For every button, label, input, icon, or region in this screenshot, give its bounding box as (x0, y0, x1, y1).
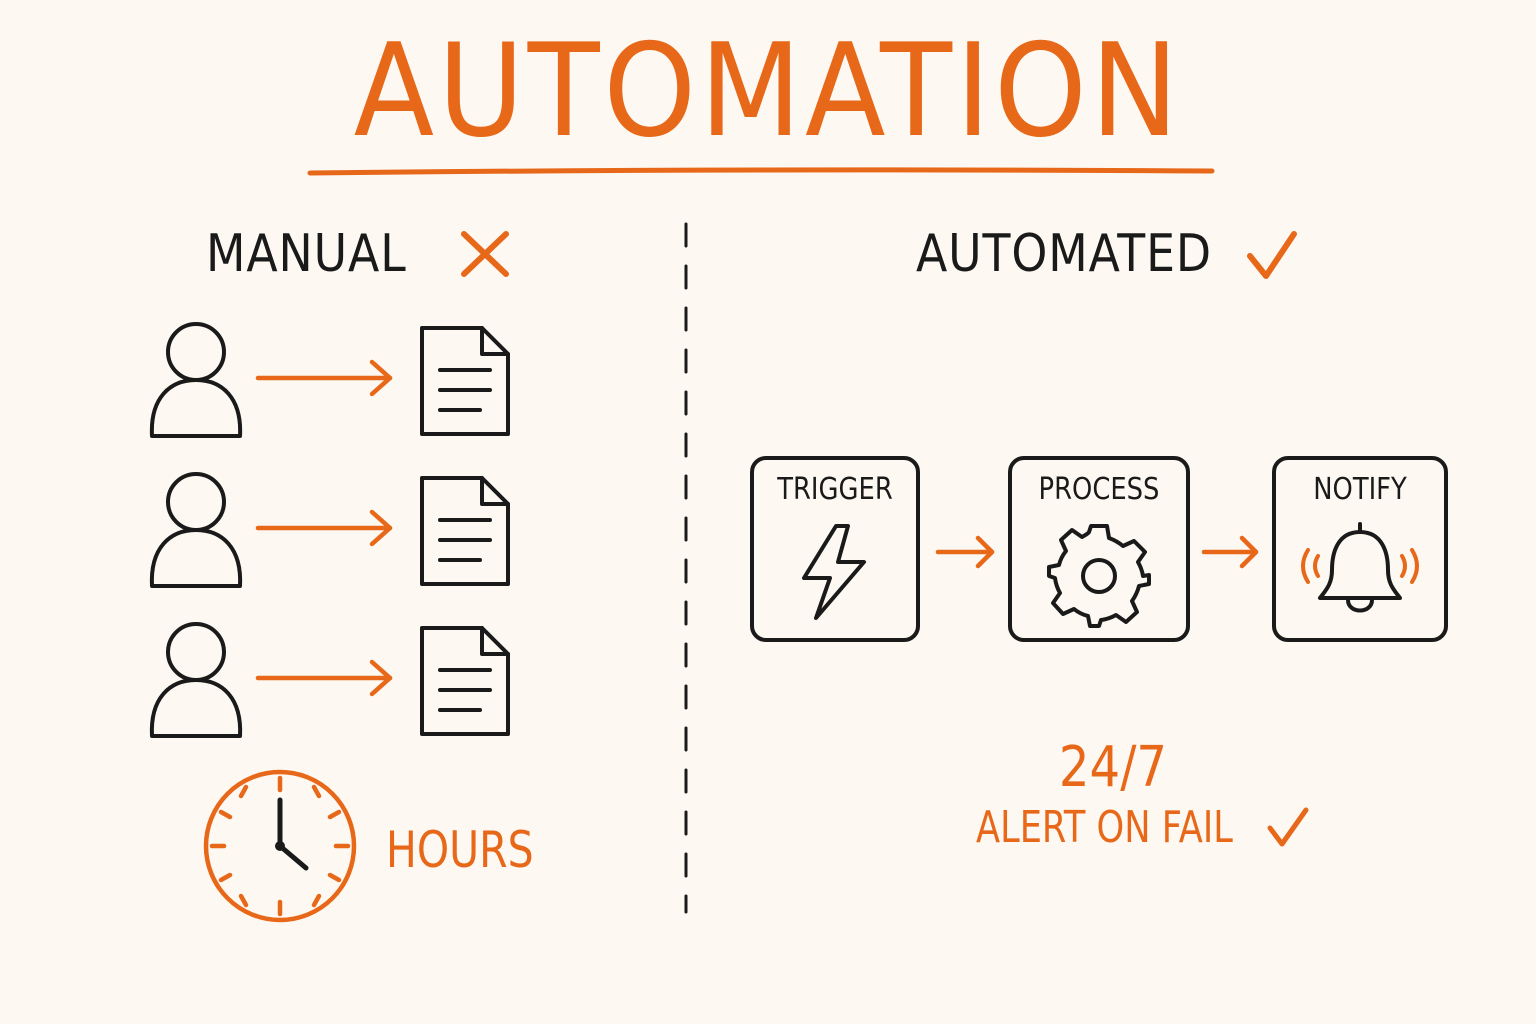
document-icon (420, 326, 510, 436)
process-label: PROCESS (1038, 472, 1160, 507)
notify-step: NOTIFY (1272, 456, 1448, 642)
x-mark-icon (461, 231, 509, 277)
bell-icon (1301, 522, 1419, 613)
gear-icon (1047, 524, 1151, 628)
trigger-label: TRIGGER (777, 472, 893, 507)
process-step: PROCESS (1008, 456, 1190, 642)
arrow-icon (255, 659, 393, 697)
document-icon (420, 476, 510, 586)
manual-row (140, 618, 520, 744)
automated-heading: AUTOMATED (916, 224, 1213, 284)
section-divider (684, 222, 688, 914)
person-icon (149, 472, 243, 588)
hours-label: HOURS (386, 821, 534, 879)
person-icon (149, 622, 243, 738)
uptime-label: 24/7 (1058, 735, 1168, 800)
arrow-icon (255, 509, 393, 547)
lightning-bolt-icon (802, 524, 866, 620)
person-icon (149, 322, 243, 438)
arrow-icon (255, 359, 393, 397)
alert-on-fail-label: ALERT ON FAIL (976, 802, 1233, 853)
checkmark-icon (1247, 231, 1297, 279)
manual-row (140, 318, 520, 444)
trigger-step: TRIGGER (750, 456, 920, 642)
manual-heading: MANUAL (206, 224, 407, 284)
flow-arrow-icon (1201, 535, 1259, 569)
notify-label: NOTIFY (1313, 472, 1407, 507)
checkmark-icon (1267, 807, 1309, 847)
flow-arrow-icon (935, 535, 995, 569)
page-title: AUTOMATION (353, 17, 1183, 166)
clock-icon (203, 769, 357, 923)
manual-row (140, 468, 520, 594)
document-icon (420, 626, 510, 736)
